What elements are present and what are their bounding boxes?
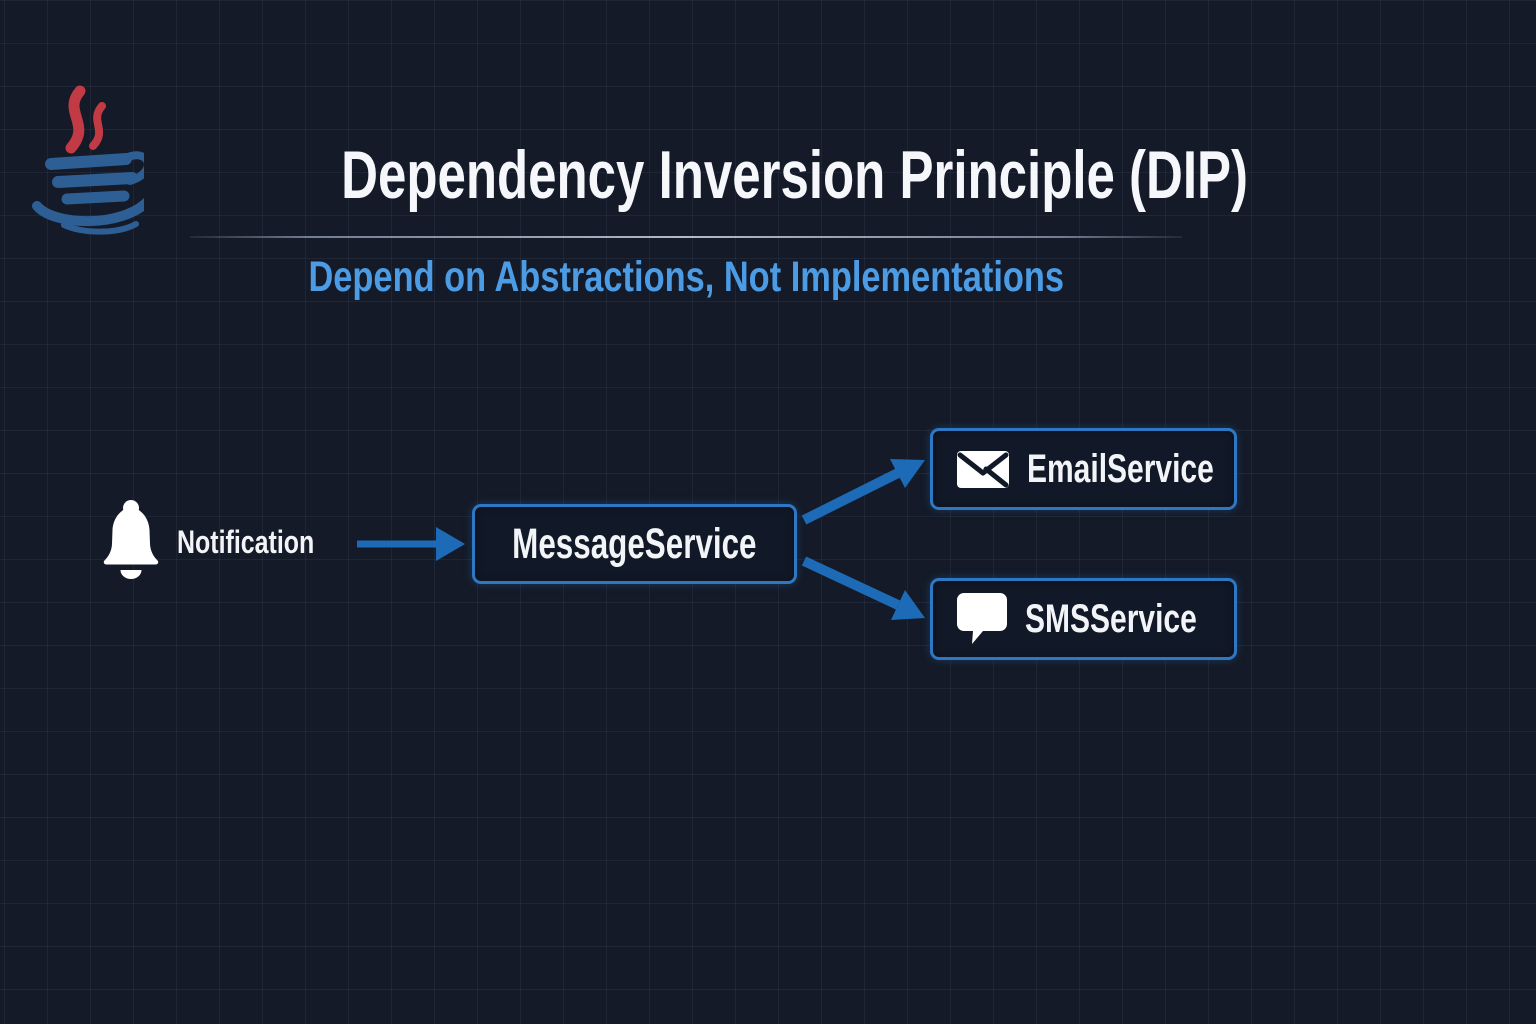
envelope-icon bbox=[957, 450, 1009, 488]
client-label: Notification bbox=[177, 523, 315, 560]
java-logo bbox=[32, 85, 144, 235]
title-divider bbox=[190, 235, 1182, 238]
bell-icon bbox=[103, 500, 159, 579]
abstraction-label: MessageService bbox=[512, 519, 757, 568]
client-node: Notification bbox=[101, 496, 353, 588]
implementation-label-sms: SMSService bbox=[1025, 596, 1197, 641]
implementation-box-smsservice: SMSService bbox=[930, 578, 1237, 660]
implementation-label-email: EmailService bbox=[1027, 446, 1214, 491]
arrow-abstraction-to-email bbox=[801, 459, 925, 525]
implementation-box-emailservice: EmailService bbox=[930, 428, 1237, 510]
header: Dependency Inversion Principle (DIP) Dep… bbox=[190, 137, 1249, 301]
arrow-abstraction-to-sms bbox=[801, 556, 925, 620]
abstraction-box-messageservice: MessageService bbox=[472, 504, 797, 584]
speech-bubble-icon bbox=[957, 593, 1007, 644]
page-title: Dependency Inversion Principle (DIP) bbox=[341, 137, 1249, 213]
arrow-client-to-abstraction bbox=[357, 527, 465, 561]
page-subtitle: Depend on Abstractions, Not Implementati… bbox=[308, 252, 1064, 301]
